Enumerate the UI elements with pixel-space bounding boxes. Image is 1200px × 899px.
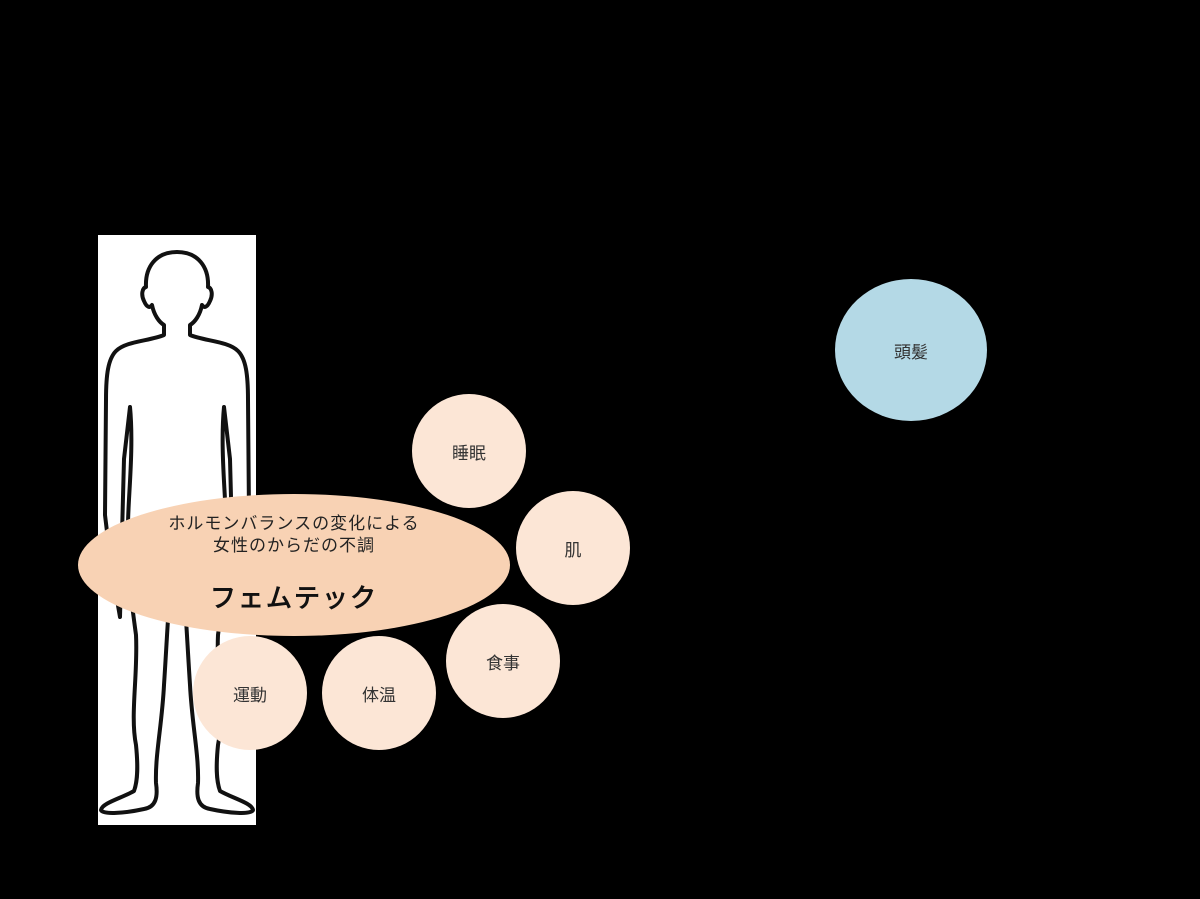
topic-bubble-skin: 肌 <box>516 491 630 605</box>
topic-label: 頭髪 <box>894 338 928 363</box>
topic-bubble-exercise: 運動 <box>193 636 307 750</box>
topic-label: 運動 <box>233 681 267 706</box>
topic-bubble-diet: 食事 <box>446 604 560 718</box>
topic-bubble-hair: 頭髪 <box>835 279 987 421</box>
topic-bubble-sleep: 睡眠 <box>412 394 526 508</box>
main-title: フェムテック <box>78 578 510 615</box>
femtech-main-ellipse: ホルモンバランスの変化による 女性のからだの不調 フェムテック <box>78 494 510 636</box>
main-subtitle: ホルモンバランスの変化による 女性のからだの不調 <box>78 513 510 557</box>
topic-label: 体温 <box>362 681 396 706</box>
topic-label: 睡眠 <box>452 439 486 464</box>
topic-label: 食事 <box>486 649 520 674</box>
topic-bubble-body-temperature: 体温 <box>322 636 436 750</box>
topic-label: 肌 <box>565 536 582 561</box>
